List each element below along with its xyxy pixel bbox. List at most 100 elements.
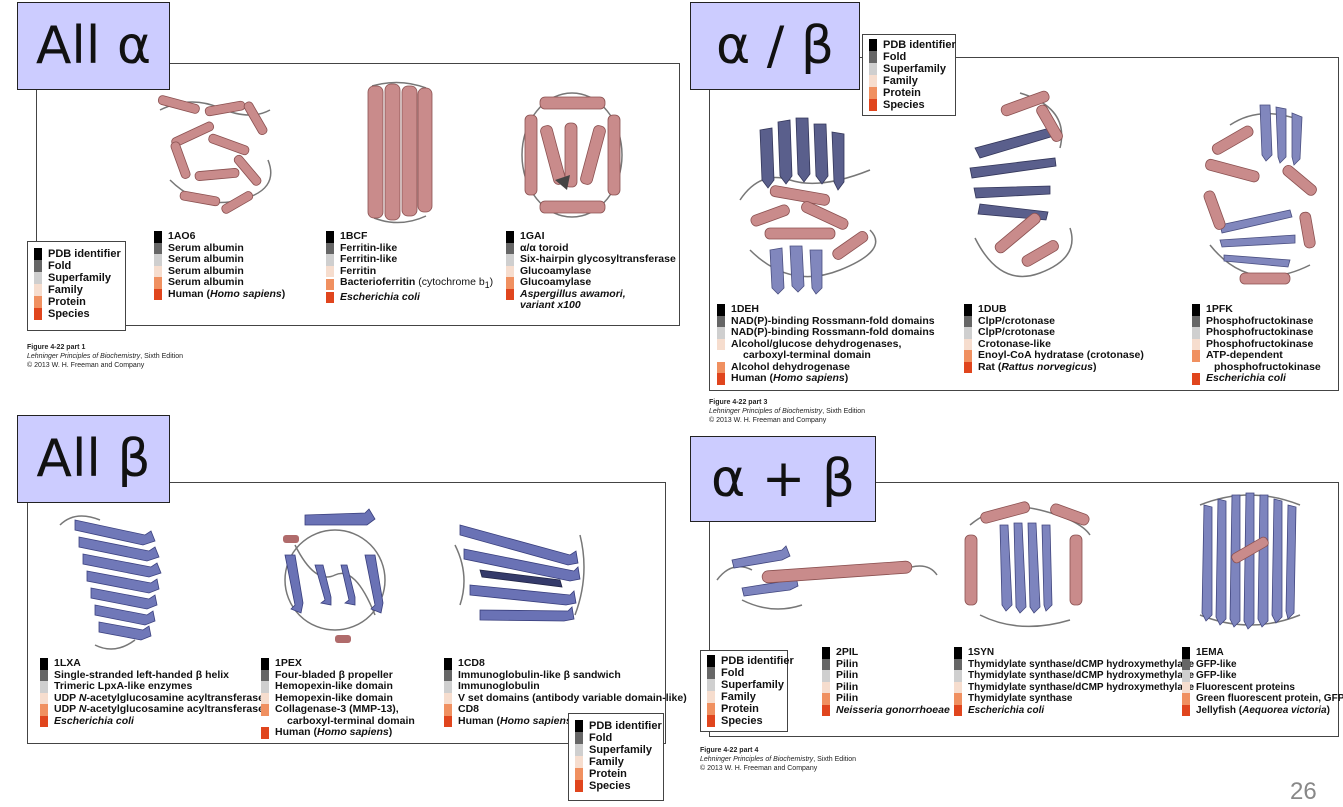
legend-all-alpha: PDB identifier Fold Superfamily Family P… — [27, 241, 126, 331]
pdb-id: 1SYN — [968, 647, 995, 658]
legend-family: Family — [589, 756, 624, 768]
fold: Serum albumin — [168, 241, 244, 254]
superfamily: Trimeric LpxA-like enzymes — [54, 680, 193, 692]
species: Escherichia coli — [968, 704, 1045, 716]
legend-pdb: PDB identifier — [883, 39, 956, 51]
protein-continued: phosphofructokinase — [1214, 360, 1321, 373]
family: Alcohol/glucose dehydrogenases, — [731, 337, 902, 350]
fold: GFP-like — [1196, 658, 1237, 670]
title-alpha-beta: α / β — [690, 2, 860, 90]
pdb-id: 1DUB — [978, 303, 1007, 315]
legend-superfamily: Superfamily — [48, 272, 111, 284]
protein: UDP N-acetylglucosamine acyltransferase — [54, 703, 264, 715]
book-title: Lehninger Principles of Biochemistry — [709, 408, 823, 415]
species: Human (Homo sapiens) — [731, 372, 849, 384]
fold: NAD(P)-binding Rossmann-fold domains — [731, 314, 935, 327]
family: Phosphofructokinase — [1206, 337, 1314, 350]
family: Hemopexin-like domain — [275, 691, 393, 704]
protein: Collagenase-3 (MMP-13), — [275, 703, 399, 715]
edition: , Sixth Edition — [822, 408, 866, 415]
page-number: 26 — [1290, 778, 1317, 805]
fold: ClpP/crotonase — [978, 314, 1056, 327]
legend-pdb: PDB identifier — [48, 248, 121, 260]
species: Rat (Rattus norvegicus) — [978, 360, 1097, 373]
structure-1lxa — [59, 515, 162, 650]
copyright: © 2013 W. H. Freeman and Company — [700, 765, 818, 772]
legend-all-beta: PDB identifier Fold Superfamily Family P… — [568, 713, 664, 801]
structure-1pfk — [1203, 104, 1317, 285]
pdb-id: 1PFK — [1206, 303, 1233, 315]
legend-protein: Protein — [721, 703, 759, 715]
family: Pilin — [836, 680, 859, 693]
superfamily: NAD(P)-binding Rossmann-fold domains — [731, 326, 935, 338]
superfamily: Serum albumin — [168, 253, 244, 265]
entry-1lxa: 1LXA Single-stranded left-handed β helix… — [40, 657, 264, 727]
structure-1deh — [739, 117, 877, 295]
superfamily: Immunoglobulin — [458, 680, 540, 692]
legend-species: Species — [721, 715, 763, 727]
legend-family: Family — [48, 284, 83, 296]
superfamily: Pilin — [836, 669, 859, 681]
legend-protein: Protein — [883, 87, 921, 99]
legend-fold: Fold — [883, 51, 907, 63]
entry-1ema: 1EMA GFP-like GFP-like Fluorescent prote… — [1182, 647, 1343, 716]
legend-fold: Fold — [721, 667, 745, 679]
entry-1dub: 1DUB ClpP/crotonase ClpP/crotonase Croto… — [964, 303, 1144, 373]
pdb-id: 1GAI — [520, 230, 545, 242]
figure-label: Figure 4-22 part 4 — [700, 747, 759, 754]
title-all-beta: All β — [17, 415, 170, 503]
species: Aspergillus awamori, — [520, 287, 626, 300]
structure-1bcf — [367, 81, 433, 224]
family: UDP N-acetylglucosamine acyltransferase — [54, 691, 264, 704]
superfamily: Thymidylate synthase/dCMP hydroxymethyla… — [968, 670, 1195, 681]
fold: α/α toroid — [520, 241, 569, 254]
title-all-alpha: All α — [17, 2, 170, 90]
legend-superfamily: Superfamily — [589, 744, 652, 756]
species: Jellyfish (Aequorea victoria) — [1196, 704, 1330, 716]
protein: Thymidylate synthase — [968, 693, 1073, 704]
structure-1ao6 — [157, 95, 272, 214]
superfamily: Hemopexin-like domain — [275, 680, 393, 692]
pdb-id: 1DEH — [731, 303, 760, 315]
family: Glucoamylase — [520, 264, 592, 277]
pdb-id: 1AO6 — [168, 230, 196, 242]
fold: Phosphofructokinase — [1206, 314, 1314, 327]
legend-fold: Fold — [48, 260, 72, 272]
entry-1pfk: 1PFK Phosphofructokinase Phosphofructoki… — [1192, 303, 1321, 385]
figure-label: Figure 4-22 part 1 — [27, 344, 86, 351]
legend-family: Family — [721, 691, 756, 703]
species: Escherichia coli — [54, 714, 134, 727]
entry-1deh: 1DEH NAD(P)-binding Rossmann-fold domain… — [717, 303, 935, 385]
species: Human (Homo sapiens) — [458, 714, 575, 727]
species: Escherichia coli — [340, 290, 420, 303]
legend-protein: Protein — [589, 768, 627, 780]
legend-superfamily: Superfamily — [883, 63, 946, 75]
legend-species: Species — [883, 99, 925, 111]
structure-1gai — [521, 92, 623, 218]
book-title: Lehninger Principles of Biochemistry — [700, 756, 814, 763]
structure-1cd8 — [454, 524, 585, 622]
legend-species: Species — [589, 780, 631, 792]
species: Human (Homo sapiens) — [275, 726, 393, 738]
pdb-id: 1PEX — [275, 657, 302, 669]
protein: Enoyl-CoA hydratase (crotonase) — [978, 349, 1144, 361]
figure-label: Figure 4-22 part 3 — [709, 399, 768, 406]
family: V set domains (antibody variable domain-… — [458, 691, 687, 704]
entry-2pil: 2PIL Pilin Pilin Pilin Pilin Neisseria g… — [822, 646, 950, 716]
fold: Single-stranded left-handed β helix — [54, 668, 230, 681]
structure-1ema — [1199, 492, 1301, 630]
entry-1ao6: 1AO6 Serum albumin Serum albumin Serum a… — [154, 230, 285, 300]
caption-alpha-plus-beta: Figure 4-22 part 4 Lehninger Principles … — [700, 746, 856, 773]
legend-family: Family — [883, 75, 918, 87]
protein: ATP-dependent — [1206, 349, 1283, 361]
legend-pdb: PDB identifier — [721, 655, 794, 667]
legend-species: Species — [48, 308, 90, 320]
fold: Immunoglobulin-like β sandwich — [458, 668, 621, 681]
structure-2pil — [716, 545, 938, 610]
protein-continued: carboxyl-terminal domain — [287, 714, 415, 727]
copyright: © 2013 W. H. Freeman and Company — [27, 362, 145, 369]
legend-pdb: PDB identifier — [589, 720, 662, 732]
protein: Serum albumin — [168, 276, 244, 288]
superfamily: Six-hairpin glycosyltransferase — [520, 253, 676, 265]
entry-1bcf: 1BCF Ferritin-like Ferritin-like Ferriti… — [326, 230, 493, 304]
